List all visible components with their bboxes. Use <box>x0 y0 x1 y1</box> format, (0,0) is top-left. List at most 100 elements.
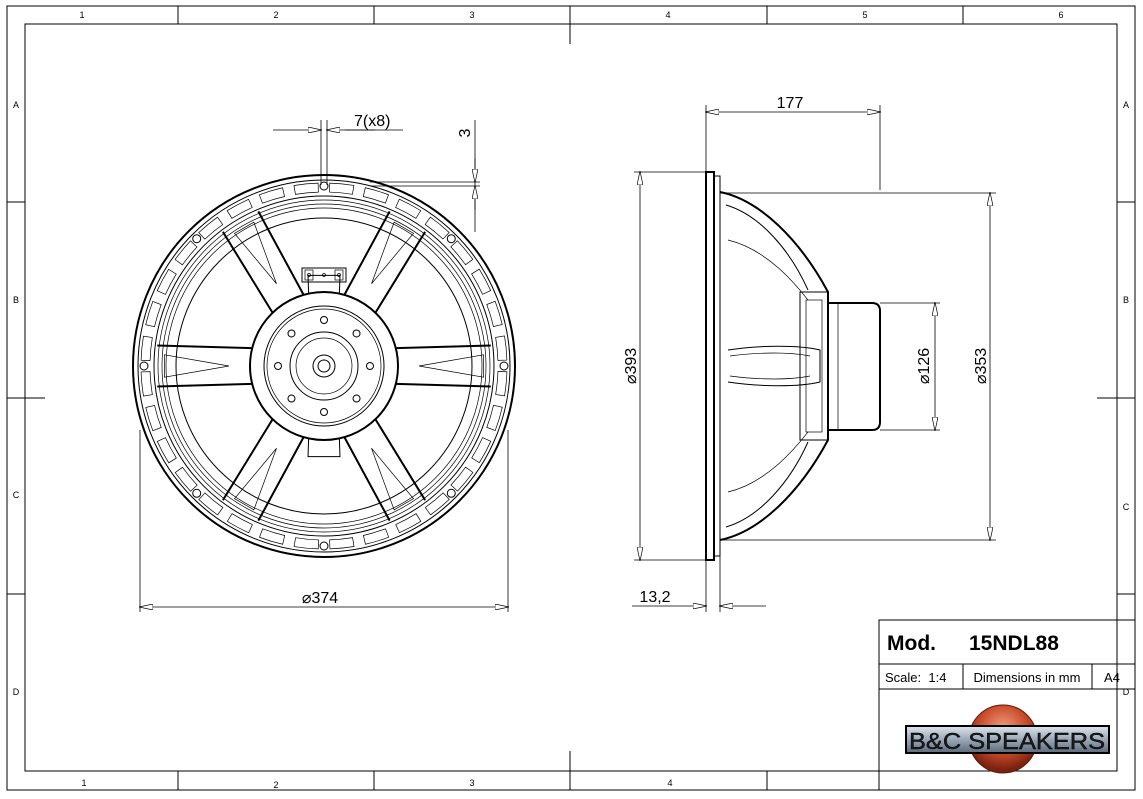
ring-slot <box>198 216 224 240</box>
basket-spoke <box>157 344 253 388</box>
ring-slot <box>198 492 224 516</box>
dimension-label: 177 <box>777 95 804 112</box>
hub-bolt-hole <box>366 362 374 370</box>
dimension-outer-diameter: ⌀393 <box>623 172 706 560</box>
row-label: A <box>1123 100 1129 110</box>
ring-slot <box>486 404 503 431</box>
dimension-bolt-hole: 7(x8) <box>273 113 403 185</box>
mounting-hole <box>446 234 456 244</box>
dimension-label: 13,2 <box>639 589 670 606</box>
dimension-label: 7(x8) <box>354 113 390 130</box>
basket-spoke <box>222 418 305 522</box>
row-label: B <box>13 295 19 305</box>
dimension-depth: 177 <box>706 95 880 190</box>
mounting-hole <box>139 361 149 371</box>
row-label: B <box>1123 295 1129 305</box>
mounting-hole <box>192 488 202 498</box>
ring-slot <box>226 198 253 219</box>
hub-bolt-hole <box>352 394 361 403</box>
ring-slot <box>495 371 508 397</box>
grid-labels: 1 2 3 4 5 6 1 2 3 4 A B C D A B C D <box>13 10 1130 790</box>
ring-slot <box>156 437 177 464</box>
basket-spoke <box>343 210 426 314</box>
column-label: 2 <box>273 10 278 20</box>
column-label: 6 <box>1058 10 1063 20</box>
mounting-hole <box>499 361 509 371</box>
dimension-label: ⌀353 <box>973 348 990 384</box>
ring-slot <box>424 492 450 516</box>
hub-bolt-hole <box>320 408 328 416</box>
row-label: A <box>13 100 19 110</box>
ring-slot <box>293 182 319 195</box>
hub-bolt-hole <box>287 394 296 403</box>
row-label: D <box>13 687 20 697</box>
hub-stub <box>307 274 341 294</box>
mounting-hole <box>319 541 329 551</box>
dimension-label: ⌀393 <box>623 348 640 384</box>
ring-slot <box>145 405 162 432</box>
ring-slot <box>471 268 492 295</box>
ring-slot <box>424 216 450 240</box>
ring-slot <box>226 513 253 534</box>
terminal-block <box>301 267 347 283</box>
mounting-hole <box>446 488 456 498</box>
dimension-flange-thickness: 13,2 <box>632 556 766 612</box>
front-view <box>132 174 516 558</box>
hub-stub <box>307 438 341 458</box>
ring-slot <box>395 198 422 219</box>
ring-slot <box>258 187 285 204</box>
ring-slot <box>395 513 422 534</box>
scale: Scale: 1:4 <box>885 670 946 685</box>
hub-bolt-hole <box>274 362 282 370</box>
spoke-window <box>371 448 415 511</box>
spoke-window <box>233 221 277 284</box>
column-label: 4 <box>665 10 670 20</box>
dimension-baffle-cutout: ⌀353 <box>720 193 996 540</box>
column-label: 4 <box>667 778 672 788</box>
ring-slot <box>362 187 389 204</box>
model-label: Mod. <box>887 632 936 655</box>
ring-slot <box>259 528 286 545</box>
basket-spoke <box>395 344 491 388</box>
hub-bolt-hole <box>320 316 328 324</box>
column-label: 1 <box>81 778 86 788</box>
ring-slot <box>471 437 492 464</box>
column-label: 3 <box>469 778 474 788</box>
ring-slot <box>329 537 355 550</box>
bc-speakers-logo: B&C SPEAKERS <box>905 704 1110 774</box>
spoke-window <box>371 221 415 284</box>
column-label: 1 <box>79 10 84 20</box>
dimension-magnet-diameter: ⌀126 <box>916 303 935 430</box>
row-label: C <box>1123 502 1130 512</box>
dimension-front-diameter: ⌀374 <box>140 430 508 612</box>
ring-slot <box>140 335 153 361</box>
dimension-label: ⌀126 <box>916 348 933 384</box>
column-label: 5 <box>862 10 867 20</box>
side-view <box>705 171 940 561</box>
paper-size: A4 <box>1104 670 1120 685</box>
row-label: C <box>13 490 20 500</box>
ring-slot <box>140 371 153 397</box>
logo-text: B&C SPEAKERS <box>909 728 1105 754</box>
ring-slot <box>486 300 503 327</box>
title-block: Mod. 15NDL88 Scale: 1:4 Dimensions in mm… <box>878 600 1136 791</box>
units: Dimensions in mm <box>974 670 1081 685</box>
mounting-hole <box>319 181 329 191</box>
ring-slot <box>174 240 198 266</box>
mounting-hole <box>192 234 202 244</box>
row-label: D <box>1123 687 1130 697</box>
dimension-label: 3 <box>457 128 474 137</box>
ring-slot <box>156 268 177 295</box>
dimension-flange-offset: 3 <box>370 120 480 232</box>
basket-spoke <box>222 210 305 314</box>
column-label: 2 <box>273 780 278 790</box>
spoke-window <box>418 354 484 378</box>
hub-bolt-hole <box>352 329 361 338</box>
basket-spoke <box>343 418 426 522</box>
ring-slot <box>450 240 474 266</box>
ring-slot <box>329 182 355 195</box>
dimension-label: ⌀374 <box>302 590 338 607</box>
column-label: 3 <box>469 10 474 20</box>
hub-bolt-hole <box>287 329 296 338</box>
spoke-window <box>233 448 277 511</box>
